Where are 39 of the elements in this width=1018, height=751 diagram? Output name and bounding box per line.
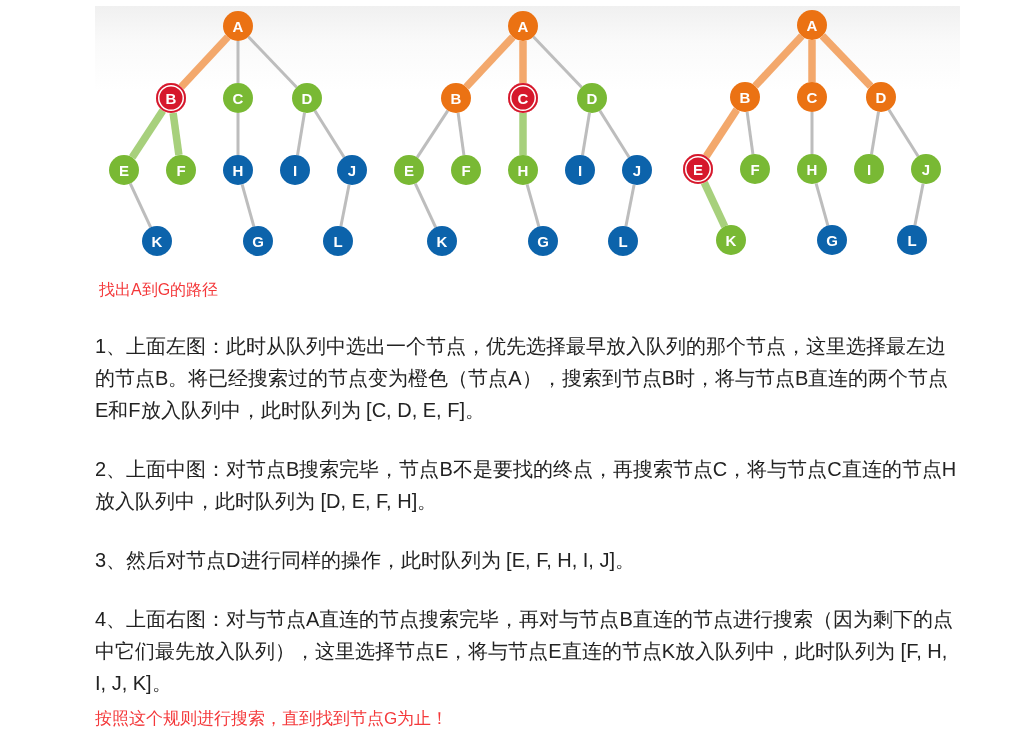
edge-line <box>819 33 874 89</box>
edge-line <box>581 112 591 156</box>
paragraph-text: 3、然后对节点D进行同样的操作，此时队列为 [E, F, H, I, J]。 <box>95 548 637 573</box>
edge-line <box>296 112 306 156</box>
edge-line <box>810 112 814 154</box>
edge-line <box>700 181 729 228</box>
edge-line <box>463 34 516 90</box>
edge-line <box>236 41 240 83</box>
paragraph-text: 4、上面右图：对与节点A直连的节点搜索完毕，再对与节点B直连的节点进行搜索（因为剩下的点中它们最先放入队列），这里选择节点E，将与节点E直连的节点K放入队列中，此时队列为 [F, H, I, J, K]。 <box>95 607 954 696</box>
edge-line <box>178 34 231 90</box>
paragraph-text: 2、上面中图：对节点B搜索完毕，节点B不是要找的终点，再搜索节点C，将与节点C直连的节点H放入队列中，此时队列为 [D, E, F, H]。 <box>95 457 958 514</box>
edge-line <box>519 41 527 83</box>
edge-line <box>456 112 466 156</box>
edge-line <box>128 182 153 229</box>
edge-line <box>519 113 527 155</box>
edge-line <box>913 183 925 226</box>
edge-line <box>313 109 346 159</box>
edge-line <box>598 109 631 159</box>
edge-line <box>870 111 880 155</box>
edge-line <box>247 35 298 89</box>
edge-line <box>339 184 351 227</box>
edge-line <box>745 111 755 155</box>
edge-line <box>236 113 240 155</box>
edge-line <box>532 35 583 89</box>
edge-line <box>752 33 805 89</box>
edge-line <box>814 183 830 226</box>
caption-text: 找出A到G的路径 <box>99 280 219 300</box>
edge-line <box>887 108 920 158</box>
edge-line <box>169 112 183 156</box>
edge-line <box>240 184 256 227</box>
edge-line <box>129 108 166 160</box>
note-text: 按照这个规则进行搜索，直到找到节点G为止！ <box>95 708 450 730</box>
edge-line <box>808 40 816 82</box>
edge-line <box>624 184 636 227</box>
paragraph-text: 1、上面左图：此时从队列中选出一个节点，优先选择最早放入队列的那个节点，这里选择最左边的节点B。将已经搜索过的节点变为橙色（节点A），搜索到节点B时，将与节点B直连的两个节点E和F放入队列中，此时队列为 [C, D, E, F]。 <box>95 334 950 423</box>
edge-line <box>703 107 740 159</box>
edge-line <box>525 184 541 227</box>
edge-line <box>415 109 450 159</box>
edge-line <box>413 182 438 229</box>
